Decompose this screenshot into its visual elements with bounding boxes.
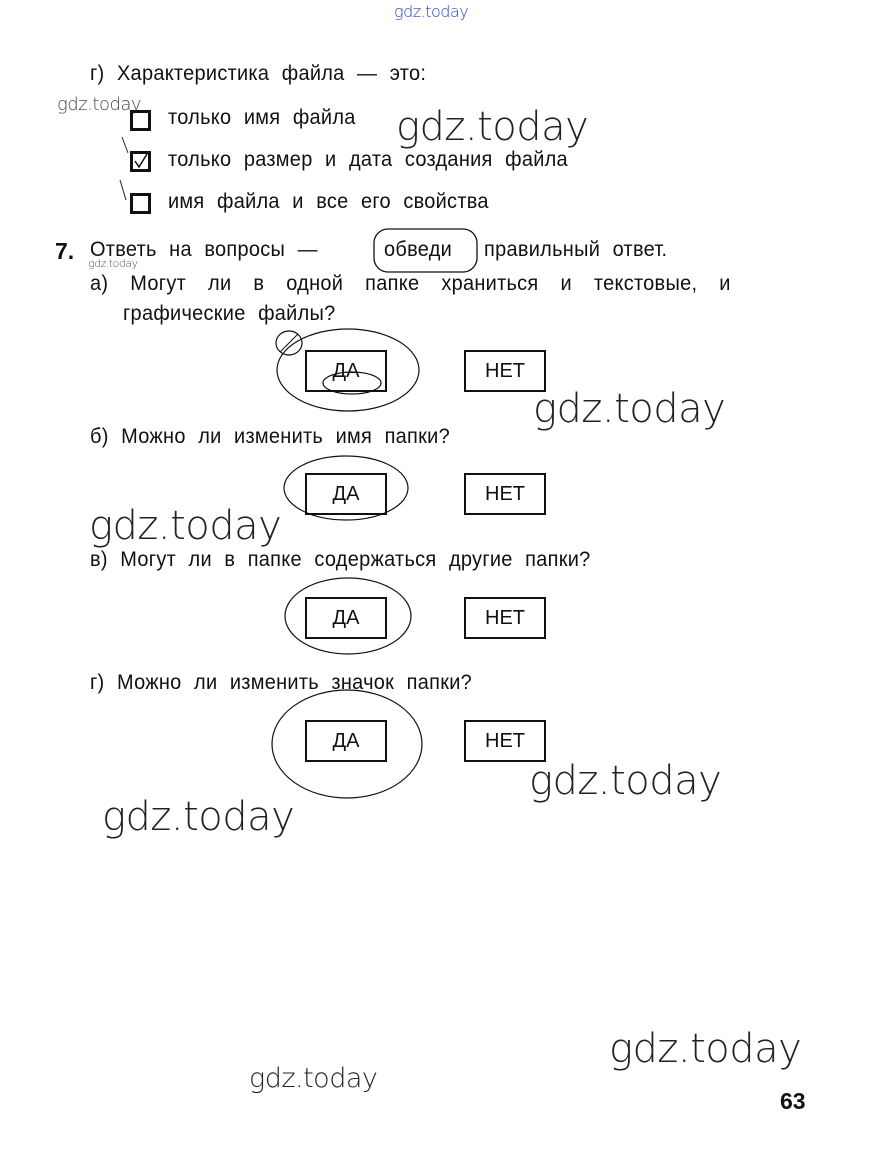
watermark: gdz.today	[249, 1063, 378, 1094]
option-label: имя файла и все его свойства	[168, 190, 489, 213]
question-g-heading: г) Характеристика файла — это:	[90, 62, 427, 85]
task-instruction-boxed: обведи	[384, 238, 453, 261]
answer-yes-v[interactable]: ДА	[305, 597, 387, 639]
answer-no-a[interactable]: НЕТ	[464, 350, 546, 392]
task-number: 7.	[55, 238, 75, 264]
pen-stroke	[119, 179, 127, 201]
watermark: gdz.today	[102, 794, 295, 840]
checkmark-icon	[134, 153, 148, 169]
answer-yes-a[interactable]: ДА	[305, 350, 387, 392]
answer-no-v[interactable]: НЕТ	[464, 597, 546, 639]
question-a-line2: графические файлы?	[123, 302, 336, 325]
question-b: б) Можно ли изменить имя папки?	[90, 425, 450, 448]
checkbox-option-3[interactable]	[130, 193, 151, 214]
answer-no-b[interactable]: НЕТ	[464, 473, 546, 515]
task-instruction: правильный ответ.	[484, 238, 668, 261]
watermark: gdz.today	[394, 2, 469, 21]
answer-yes-b[interactable]: ДА	[305, 473, 387, 515]
question-v: в) Могут ли в папке содержаться другие п…	[90, 548, 591, 571]
watermark: gdz.today	[533, 386, 726, 432]
option-label: только размер и дата создания файла	[168, 148, 568, 171]
question-g2: г) Можно ли изменить значок папки?	[90, 671, 473, 694]
option-label: только имя файла	[168, 106, 356, 129]
question-a: а) Могут ли в одной папке храниться и те…	[90, 272, 731, 295]
watermark: gdz.today	[609, 1026, 802, 1072]
watermark: gdz.today	[88, 257, 138, 270]
checkbox-option-2[interactable]	[130, 151, 151, 172]
answer-no-g[interactable]: НЕТ	[464, 720, 546, 762]
answer-circle	[275, 330, 303, 356]
answer-yes-g[interactable]: ДА	[305, 720, 387, 762]
checkbox-option-1[interactable]	[130, 110, 151, 131]
watermark: gdz.today	[396, 104, 589, 150]
pen-stroke	[121, 136, 129, 154]
task-instruction: Ответь на вопросы —	[90, 238, 318, 261]
watermark: gdz.today	[529, 758, 722, 804]
watermark: gdz.today	[57, 94, 142, 115]
page-number: 63	[780, 1088, 806, 1114]
watermark: gdz.today	[89, 503, 282, 549]
pen-stroke	[279, 333, 299, 353]
